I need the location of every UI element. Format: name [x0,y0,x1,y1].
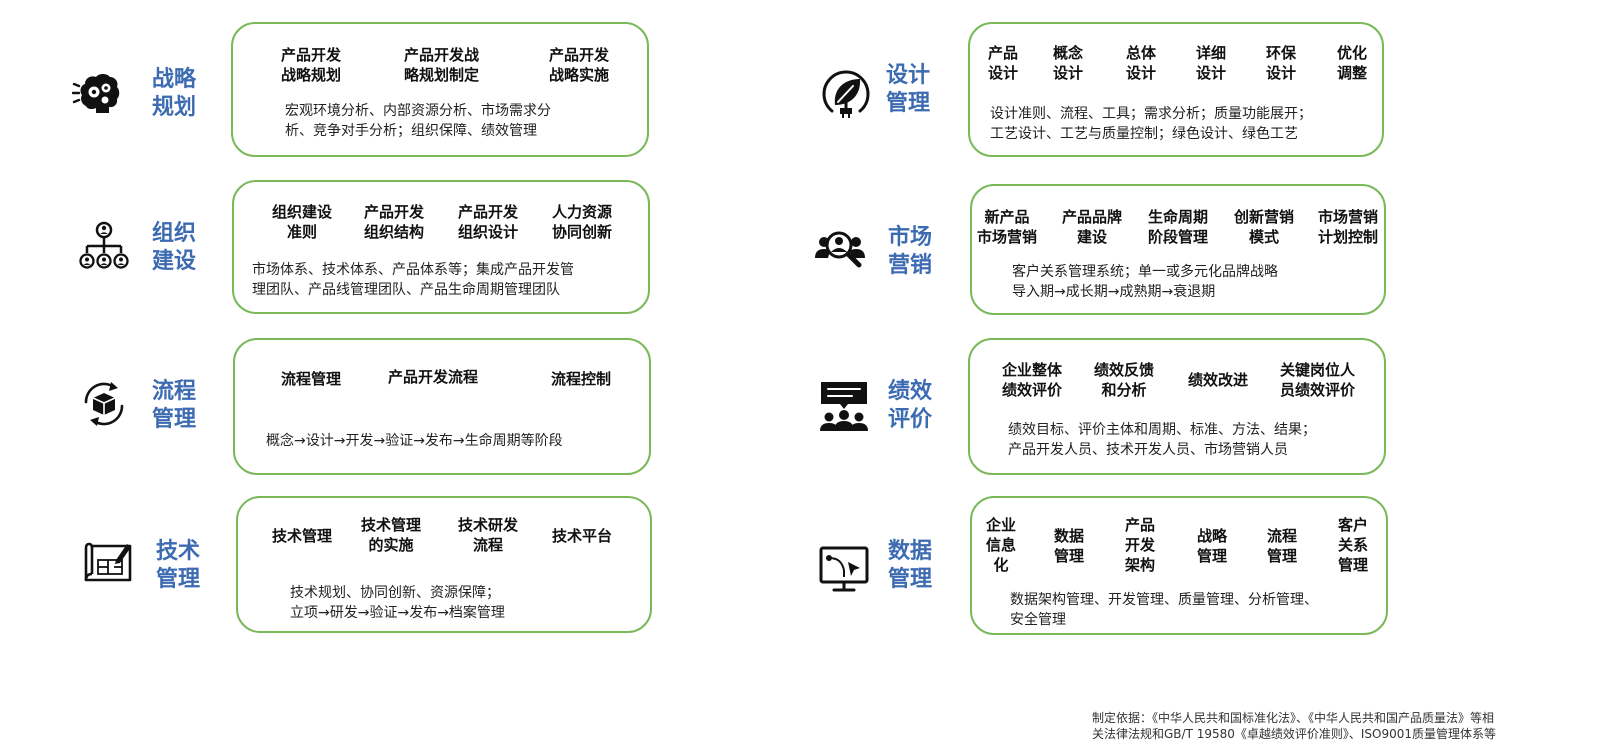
description-performance: 绩效目标、评价主体和周期、标准、方法、结果； 产品开发人员、技术开发人员、市场营… [1008,422,1316,458]
sub-item-strategy-3: 产品开发 战略实施 [549,46,610,84]
sub-item-data-2: 数据 管理 [1054,527,1085,565]
brain-gear-icon [72,66,124,118]
sub-item-technology-3: 技术研发 流程 [458,516,519,554]
sub-item-marketing-1: 新产品 市场营销 [977,208,1038,246]
sub-item-organization-4: 人力资源 协同创新 [552,203,613,241]
description-technology: 技术规划、协同创新、资源保障； 立项→研发→验证→发布→档案管理 [290,585,505,621]
sub-item-performance-3: 绩效改进 [1188,371,1249,389]
category-label-organization: 组织 建设 [152,221,197,274]
description-marketing: 客户关系管理系统；单一或多元化品牌战略 导入期→成长期→成熟期→衰退期 [1012,264,1278,300]
sub-item-performance-4: 关键岗位人 员绩效评价 [1280,361,1356,399]
sub-item-marketing-4: 创新营销 模式 [1234,208,1295,246]
sub-item-process-3: 流程控制 [551,370,612,388]
category-label-performance: 绩效 评价 [888,379,933,432]
category-label-design: 设计 管理 [886,63,931,116]
sub-item-marketing-3: 生命周期 阶段管理 [1148,208,1209,246]
sub-item-design-5: 环保 设计 [1266,44,1297,82]
category-label-strategy: 战略 规划 [152,67,197,120]
sub-item-performance-2: 绩效反馈 和分析 [1094,361,1155,399]
category-box-performance: 企业整体 绩效评价 绩效反馈 和分析 绩效改进 关键岗位人 员绩效评价 绩效目标… [968,338,1386,475]
sub-item-marketing-5: 市场营销 计划控制 [1318,208,1379,246]
org-chart-icon [78,220,130,272]
category-label-process: 流程 管理 [152,379,197,432]
team-presentation-icon [818,380,870,432]
description-design: 设计准则、流程、工具；需求分析；质量功能展开； 工艺设计、工艺与质量控制；绿色设… [990,106,1312,142]
sub-item-data-3: 产品 开发 架构 [1125,516,1156,574]
category-box-process: 流程管理 产品开发流程 流程控制 概念→设计→开发→验证→发布→生命周期等阶段 [233,338,651,475]
sub-item-performance-1: 企业整体 绩效评价 [1002,361,1063,399]
category-box-strategy: 产品开发 战略规划 产品开发战 略规划制定 产品开发 战略实施 宏观环境分析、内… [231,22,649,157]
category-box-marketing: 新产品 市场营销 产品品牌 建设 生命周期 阶段管理 创新营销 模式 市场营销 … [970,184,1386,315]
sub-item-marketing-2: 产品品牌 建设 [1062,208,1123,246]
sub-item-technology-4: 技术平台 [552,527,613,545]
sub-item-strategy-2: 产品开发战 略规划制定 [404,46,480,84]
sub-item-data-1: 企业 信息 化 [986,516,1017,574]
sub-item-design-1: 产品 设计 [988,44,1019,82]
sub-item-design-4: 详细 设计 [1196,44,1227,82]
cycle-box-icon [78,378,130,430]
people-search-icon [814,224,866,276]
category-label-technology: 技术 管理 [156,539,201,592]
sub-item-design-3: 总体 设计 [1126,44,1157,82]
sub-item-design-6: 优化 调整 [1337,44,1368,82]
description-data: 数据架构管理、开发管理、质量管理、分析管理、 安全管理 [1010,592,1318,628]
sub-item-process-2: 产品开发流程 [388,368,479,386]
sub-item-organization-2: 产品开发 组织结构 [364,203,425,241]
sub-item-technology-1: 技术管理 [272,527,333,545]
sub-item-design-2: 概念 设计 [1053,44,1084,82]
leaf-plug-icon [820,67,872,119]
category-label-marketing: 市场 营销 [888,225,933,278]
sub-item-data-4: 战略 管理 [1197,527,1228,565]
description-organization: 市场体系、技术体系、产品体系等；集成产品开发管 理团队、产品线管理团队、产品生命… [252,262,574,298]
sub-item-organization-3: 产品开发 组织设计 [458,203,519,241]
blueprint-pen-icon [82,536,134,588]
sub-item-process-1: 流程管理 [281,370,342,388]
sub-item-organization-1: 组织建设 准则 [272,203,333,241]
category-box-data: 企业 信息 化 数据 管理 产品 开发 架构 战略 管理 流程 管理 客户 关系… [970,496,1388,635]
description-process: 概念→设计→开发→验证→发布→生命周期等阶段 [266,433,563,449]
footnote-basis: 制定依据：《中华人民共和国标准化法》、《中华人民共和国产品质量法》等相 关法律法… [1092,711,1497,741]
monitor-cursor-icon [818,544,870,596]
category-label-data: 数据 管理 [888,539,933,592]
sub-item-data-6: 客户 关系 管理 [1338,516,1369,574]
sub-item-strategy-1: 产品开发 战略规划 [281,46,342,84]
sub-item-data-5: 流程 管理 [1267,527,1298,565]
sub-item-technology-2: 技术管理 的实施 [361,516,422,554]
description-strategy: 宏观环境分析、内部资源分析、市场需求分 析、竞争对手分析；组织保障、绩效管理 [285,103,551,139]
category-box-technology: 技术管理 技术管理 的实施 技术研发 流程 技术平台 技术规划、协同创新、资源保… [236,496,652,633]
category-box-organization: 组织建设 准则 产品开发 组织结构 产品开发 组织设计 人力资源 协同创新 市场… [232,180,650,314]
category-box-design: 产品 设计 概念 设计 总体 设计 详细 设计 环保 设计 优化 调整 设计准则… [968,22,1384,157]
